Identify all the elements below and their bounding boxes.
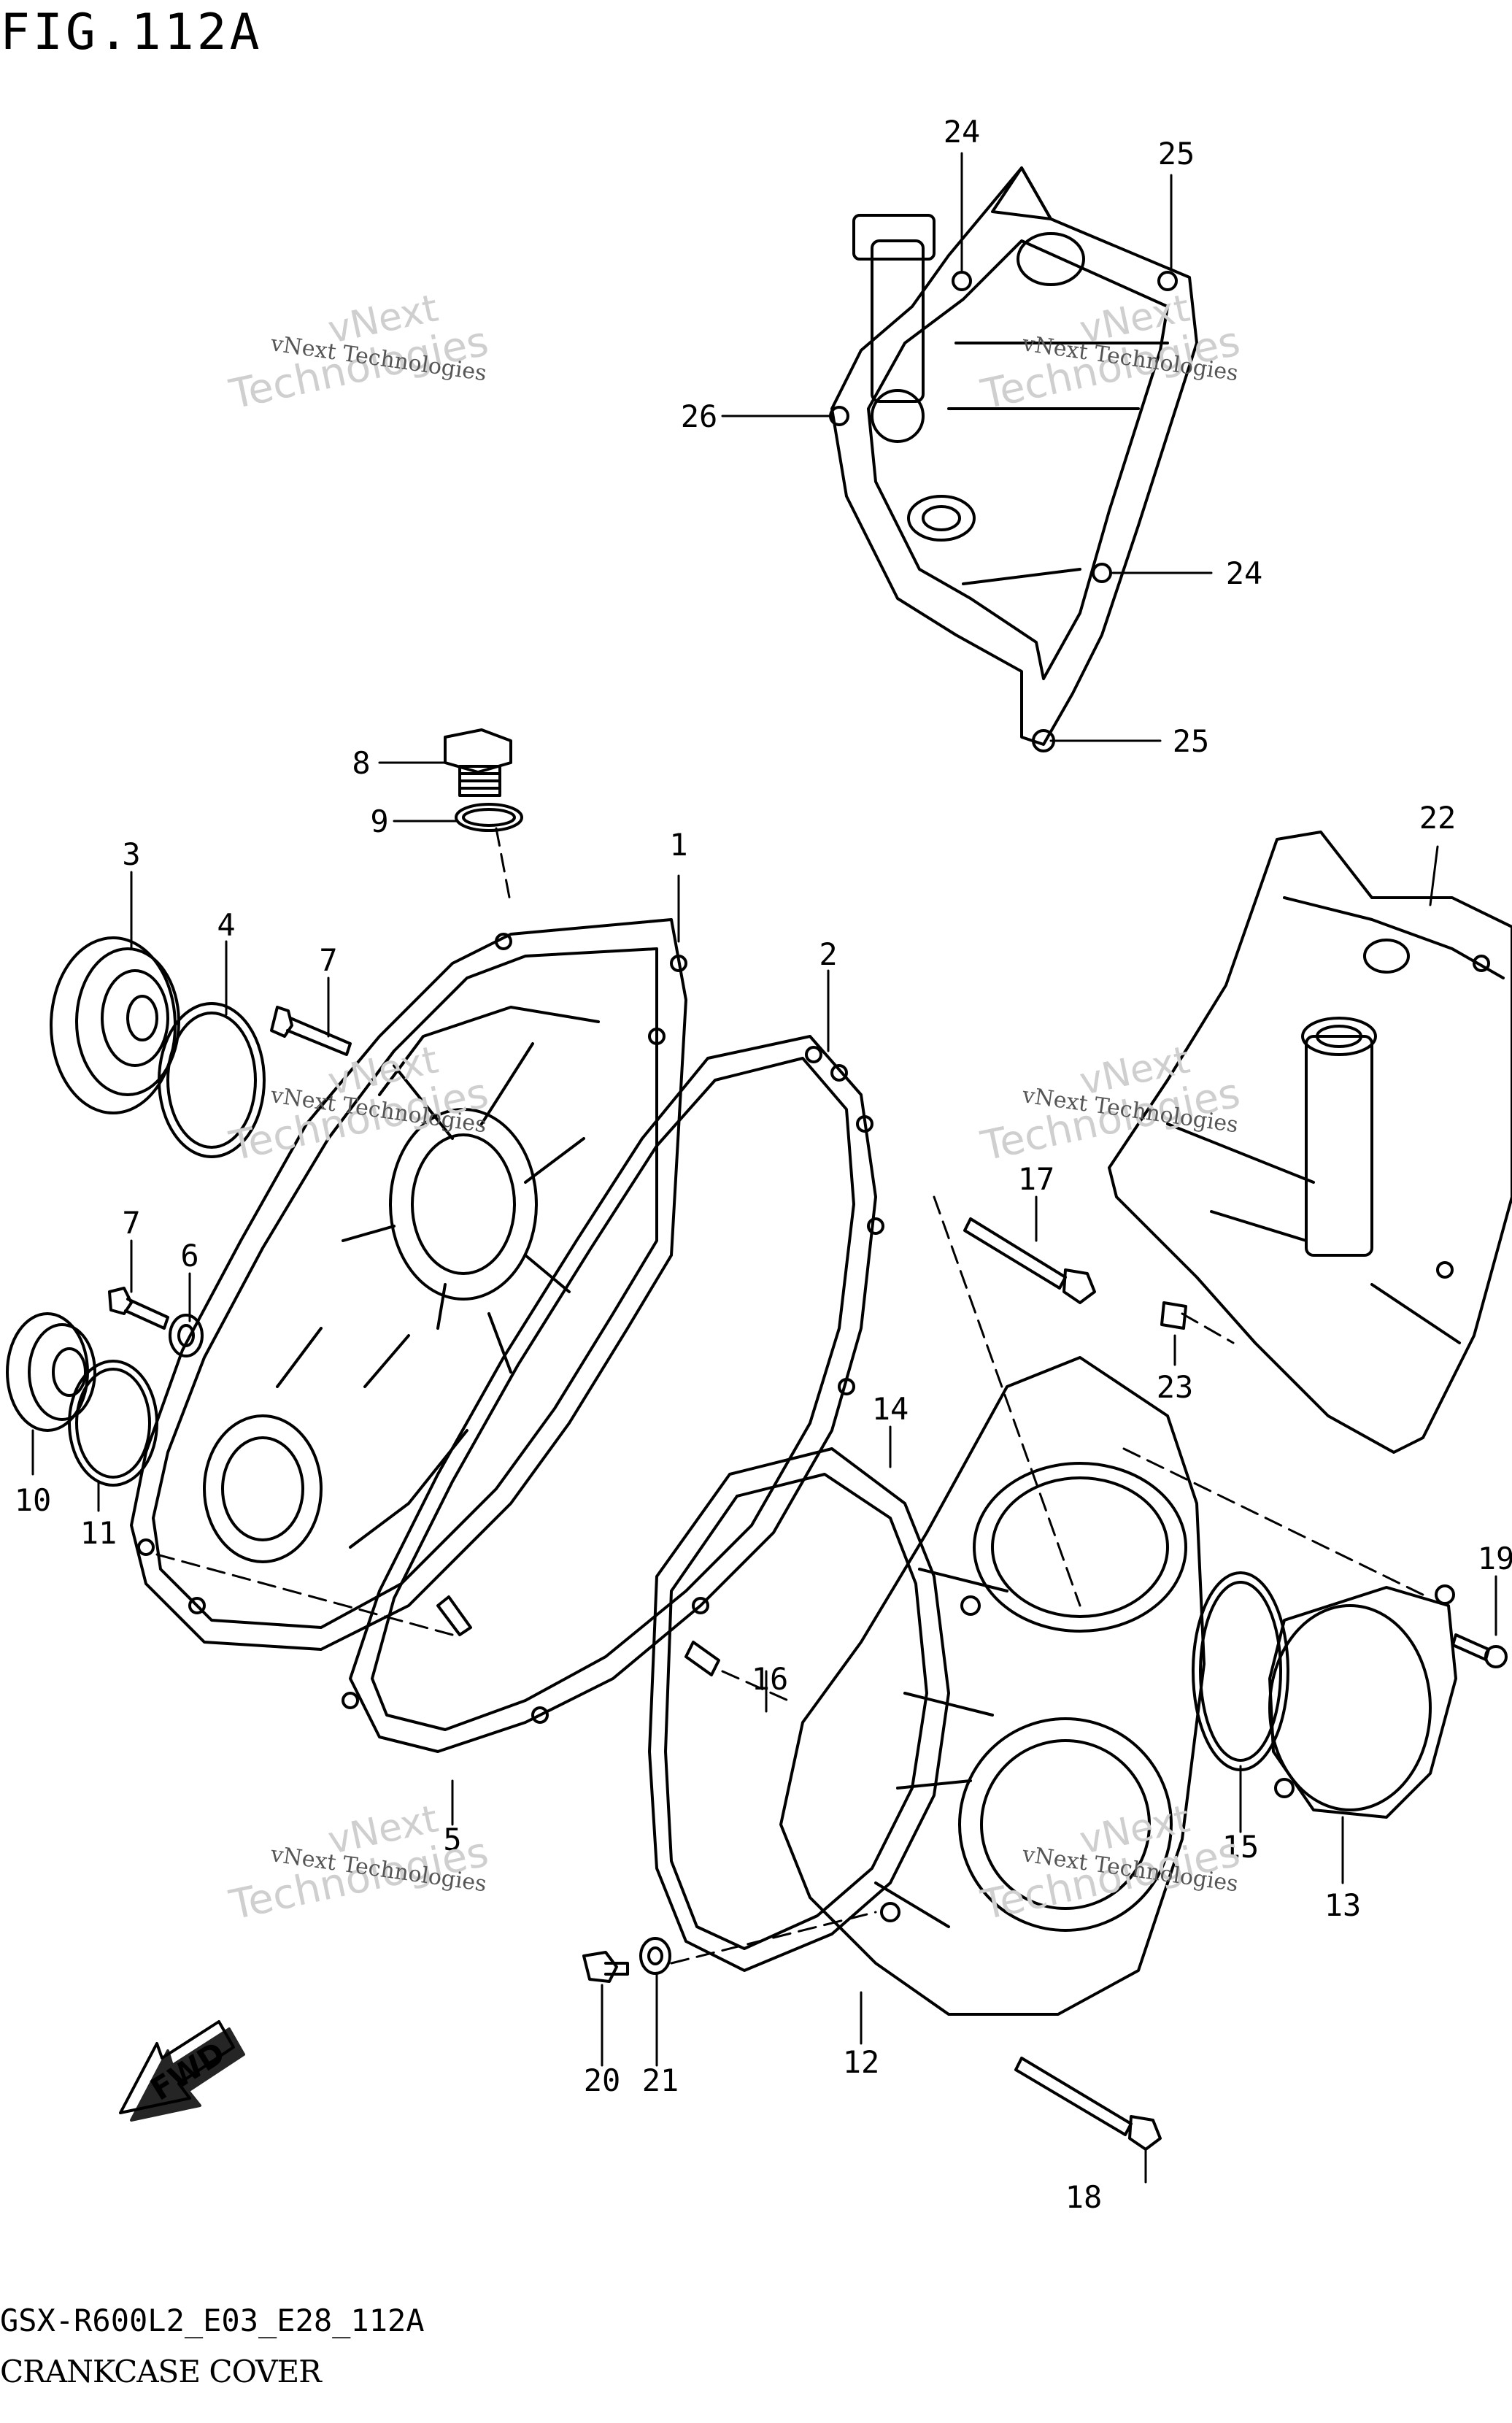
section-title: CRANKCASE COVER xyxy=(0,2354,322,2389)
callout-numbers: 1 2 3 4 5 6 7 7 8 9 10 11 12 13 14 15 16… xyxy=(15,114,1512,2215)
o-ring-4 xyxy=(158,1002,266,1158)
callout-23: 23 xyxy=(1157,1369,1194,1405)
callout-17: 17 xyxy=(1018,1161,1055,1197)
callout-25-top: 25 xyxy=(1158,136,1195,172)
callout-2: 2 xyxy=(819,936,837,972)
dowel-23 xyxy=(1160,1301,1187,1330)
callout-25-bottom: 25 xyxy=(1173,723,1210,759)
callout-3: 3 xyxy=(122,836,140,872)
upper-cover-plate xyxy=(829,166,1198,752)
callout-26: 26 xyxy=(681,398,718,434)
bolt-7-lower xyxy=(108,1287,204,1357)
callout-20: 20 xyxy=(584,2062,621,2098)
dowel-16 xyxy=(684,1641,720,1676)
callout-8: 8 xyxy=(352,745,370,781)
fwd-arrow: FWD xyxy=(119,2020,245,2122)
callout-18: 18 xyxy=(1065,2179,1103,2215)
callout-24-right: 24 xyxy=(1226,555,1263,591)
callout-19: 19 xyxy=(1478,1541,1512,1576)
callout-11: 11 xyxy=(80,1515,117,1551)
crankcase-cover-gasket xyxy=(342,1035,884,1753)
callout-12: 12 xyxy=(843,2044,880,2080)
callout-1: 1 xyxy=(669,827,687,863)
model-code: GSX-R600L2_E03_E28_112A xyxy=(0,2303,425,2338)
watermarks: vNext Technologies vNext Technologies vN… xyxy=(225,287,1243,1930)
callout-6: 6 xyxy=(180,1238,198,1274)
figure-title: FIG.112A xyxy=(0,4,263,61)
callout-16: 16 xyxy=(752,1661,789,1697)
leader-lines xyxy=(31,152,1497,2184)
callout-9: 9 xyxy=(370,804,388,839)
seal-10 xyxy=(6,1312,96,1432)
callout-22: 22 xyxy=(1419,800,1457,836)
crankcase-cover-main xyxy=(130,918,687,1651)
callout-5: 5 xyxy=(443,1822,461,1857)
bolt-20 xyxy=(582,1951,629,1983)
dowel-5 xyxy=(436,1595,472,1636)
o-ring-11 xyxy=(68,1360,158,1487)
cap-13 xyxy=(1268,1584,1457,1819)
bolt-18 xyxy=(1014,2057,1162,2151)
housing-22 xyxy=(1108,831,1512,1454)
generator-cover-12 xyxy=(779,1356,1206,2016)
callout-15: 15 xyxy=(1222,1829,1260,1865)
bolt-7-upper xyxy=(270,1006,352,1056)
plug-8 xyxy=(444,728,512,797)
bolt-17 xyxy=(963,1217,1096,1304)
gasket-14 xyxy=(648,1447,950,1972)
callout-24-top: 24 xyxy=(944,114,981,150)
callout-7-upper: 7 xyxy=(319,942,337,978)
callout-14: 14 xyxy=(872,1391,909,1427)
washer-21 xyxy=(639,1937,671,1975)
callout-7-lower: 7 xyxy=(122,1205,140,1241)
bolt-19 xyxy=(1451,1633,1508,1668)
callout-21: 21 xyxy=(642,2062,679,2098)
callout-10: 10 xyxy=(15,1482,52,1518)
o-ring-9 xyxy=(455,803,523,832)
callout-13: 13 xyxy=(1324,1887,1362,1923)
assembly-lines xyxy=(155,827,1432,1965)
callout-4: 4 xyxy=(217,907,235,943)
